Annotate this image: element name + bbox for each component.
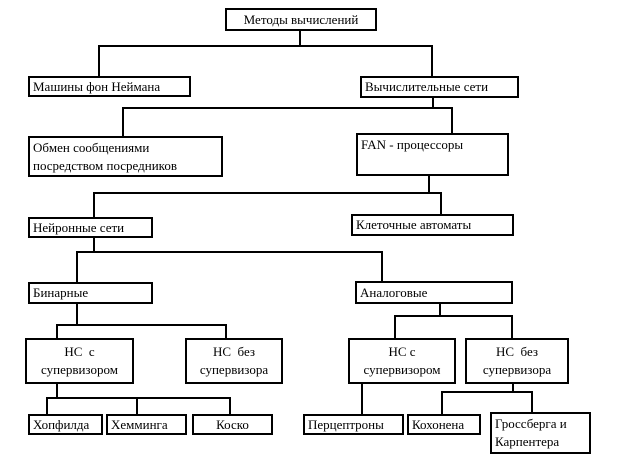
- node-label: Кохонена: [412, 416, 465, 432]
- connector-unsupervised-to-kohonen: [441, 383, 514, 414]
- connector-fan-to-neural: [93, 176, 430, 217]
- node-label: НС без супервизора: [482, 344, 552, 377]
- node-label: Аналоговые: [360, 284, 428, 300]
- node-binary-networks: Бинарные: [28, 282, 153, 304]
- connector-root-to-computing-networks: [300, 45, 433, 76]
- node-label: Гроссберга и Карпентера: [495, 416, 567, 449]
- node-nn-without-supervisor-binary: НС без супервизора: [185, 338, 283, 384]
- connector-root-to-von-neumann: [98, 30, 301, 76]
- node-label: FAN - процессоры: [361, 137, 464, 152]
- node-label: Перцептроны: [308, 416, 384, 432]
- connector-fan-to-cellular: [429, 192, 442, 214]
- node-label: НС с супервизором: [363, 344, 441, 377]
- node-grossberg-and-carpenter: Гроссберга и Карпентера: [490, 412, 591, 454]
- node-cellular-automata: Клеточные автоматы: [351, 214, 514, 236]
- node-perceptrons: Перцептроны: [303, 414, 404, 435]
- node-neural-networks: Нейронные сети: [28, 217, 153, 238]
- connector-binary-to-supervised: [56, 303, 78, 338]
- connector-binary-to-unsupervised: [77, 324, 227, 338]
- connector-supervised-to-kosko: [57, 397, 231, 414]
- node-computation-methods: Методы вычислений: [225, 8, 377, 31]
- node-nn-with-supervisor-analog: НС с супервизором: [348, 338, 456, 384]
- node-von-neumann-machines: Машины фон Неймана: [28, 76, 191, 97]
- node-kohonen: Кохонена: [407, 414, 481, 435]
- node-label: Коско: [216, 416, 249, 432]
- connector-neural-to-binary: [76, 237, 95, 282]
- node-hopfield: Хопфилда: [28, 414, 103, 435]
- node-label: НС без супервизора: [199, 344, 269, 377]
- node-label: Обмен сообщениями посредством посреднико…: [33, 139, 177, 173]
- connector-unsupervised-to-grossberg: [513, 391, 533, 412]
- node-kosko: Коско: [192, 414, 273, 435]
- node-fan-processors: FAN - процессоры: [356, 133, 509, 176]
- node-label: Хемминга: [111, 416, 168, 432]
- connector-supervised-to-hopfield: [46, 383, 58, 414]
- connector-supervised-to-hamming: [57, 397, 138, 414]
- node-label: Бинарные: [33, 285, 89, 300]
- node-label: Методы вычислений: [243, 11, 359, 27]
- node-label: Клеточные автоматы: [356, 217, 472, 232]
- connector-networks-to-fan: [433, 107, 453, 134]
- node-label: НС с супервизором: [41, 344, 118, 377]
- node-nn-without-supervisor-analog: НС без супервизора: [465, 338, 569, 384]
- connector-neural-to-analog: [94, 251, 383, 281]
- node-label: Машины фон Неймана: [33, 78, 161, 94]
- node-nn-with-supervisor-binary: НС с супервизором: [25, 338, 134, 384]
- connector-networks-to-message-exchange: [122, 97, 434, 136]
- node-label: Вычислительные сети: [365, 79, 489, 94]
- node-message-exchange-via-intermediaries: Обмен сообщениями посредством посреднико…: [28, 136, 223, 177]
- node-label: Нейронные сети: [33, 219, 125, 235]
- node-computing-networks: Вычислительные сети: [360, 76, 519, 98]
- node-hamming: Хемминга: [106, 414, 187, 435]
- node-label: Хопфилда: [33, 416, 90, 432]
- connector-analog-to-supervised: [394, 303, 441, 338]
- node-analog-networks: Аналоговые: [355, 281, 513, 304]
- connector-analog-to-unsupervised: [440, 315, 513, 338]
